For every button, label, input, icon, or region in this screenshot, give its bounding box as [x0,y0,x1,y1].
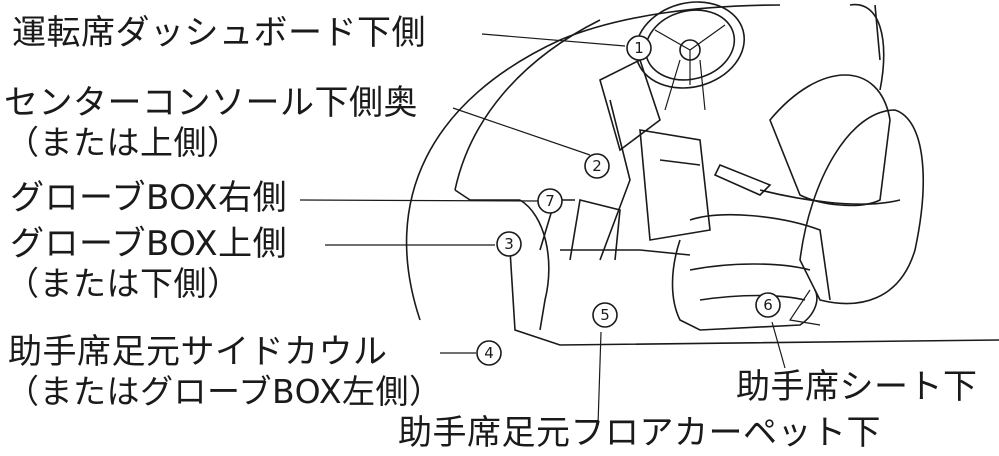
svg-text:6: 6 [763,296,773,314]
marker-6: 6 [755,292,781,318]
marker-2: 2 [584,153,610,179]
label-side-cowl: 助手席足元サイドカウル [8,332,388,372]
marker-3: 3 [496,231,522,257]
label-center-console-alt: （または上側） [6,123,241,162]
dashboard-outline [405,4,781,321]
label-side-cowl-alt: （またはグローブBOX左側） [6,372,443,411]
marker-4: 4 [476,340,502,366]
passenger-seat [799,109,924,305]
marker-5: 5 [592,302,618,328]
label-dashboard-underside: 運転席ダッシュボード下側 [12,13,426,53]
label-glovebox-top: グローブBOX上側 [10,224,288,264]
svg-text:3: 3 [504,235,514,253]
label-glovebox-top-alt: （または下側） [6,264,241,303]
svg-text:7: 7 [545,192,555,210]
svg-text:1: 1 [634,39,644,57]
svg-text:5: 5 [600,306,610,324]
label-passenger-seat-under: 助手席シート下 [736,367,978,407]
marker-1: 1 [626,35,652,61]
label-glovebox-right: グローブBOX右側 [10,178,288,218]
label-center-console: センターコンソール下側奥 [4,83,418,123]
label-floor-carpet-under: 助手席足元フロアカーペット下 [398,413,881,453]
svg-text:2: 2 [592,157,602,175]
svg-text:4: 4 [484,344,494,362]
driver-seat [769,74,891,207]
marker-7: 7 [537,188,563,214]
